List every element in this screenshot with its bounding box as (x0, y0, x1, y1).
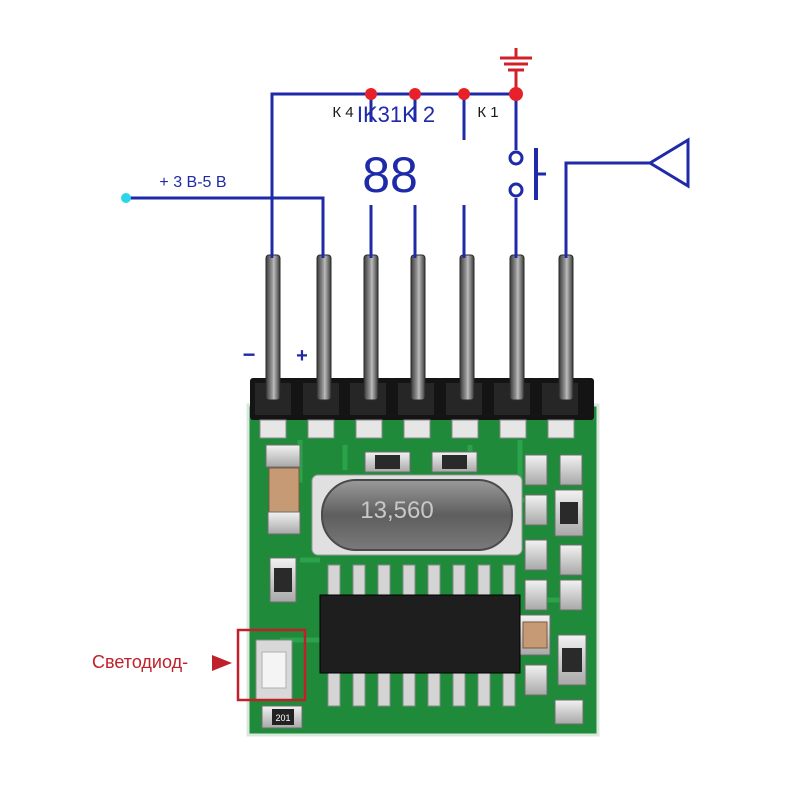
smd-left-column: 201 (261, 444, 303, 729)
supply-terminal (121, 193, 131, 203)
supply-wire (126, 196, 325, 258)
ic-chip (319, 564, 521, 707)
led-highlight-box (236, 628, 307, 702)
label-ik3-k2: IK31K 2 (357, 102, 435, 127)
crystal-oscillator: 13,560 (311, 474, 523, 556)
smd-top-row (364, 451, 478, 473)
ground-icon (500, 48, 532, 72)
label-minus: − (243, 342, 256, 367)
push-button-icon (508, 148, 546, 200)
label-plus: + (296, 345, 308, 367)
label-supply: + 3 В-5 В (159, 174, 226, 191)
tantalum-capacitor (268, 467, 300, 513)
label-led: Светодиод- (92, 652, 188, 672)
ground-bus-wire (270, 92, 516, 258)
smd-code-label: 201 (275, 713, 290, 723)
ic-bottom-pins (327, 667, 516, 707)
label-k1: К 1 (477, 104, 498, 121)
antenna-icon (647, 137, 690, 189)
pcb-board: 201 13,560 (236, 378, 600, 737)
junction-nodes (365, 87, 523, 101)
smd-right-column (519, 454, 587, 725)
header-pads (259, 419, 575, 439)
ic-body (319, 594, 521, 674)
antenna-wire (564, 161, 650, 258)
label-k4: К 4 (332, 104, 353, 121)
wiring (126, 70, 650, 258)
label-digits: 88 (362, 147, 418, 203)
crystal-frequency-label: 13,560 (360, 497, 433, 524)
led-component (236, 628, 307, 702)
arrow-right-icon (212, 655, 232, 671)
